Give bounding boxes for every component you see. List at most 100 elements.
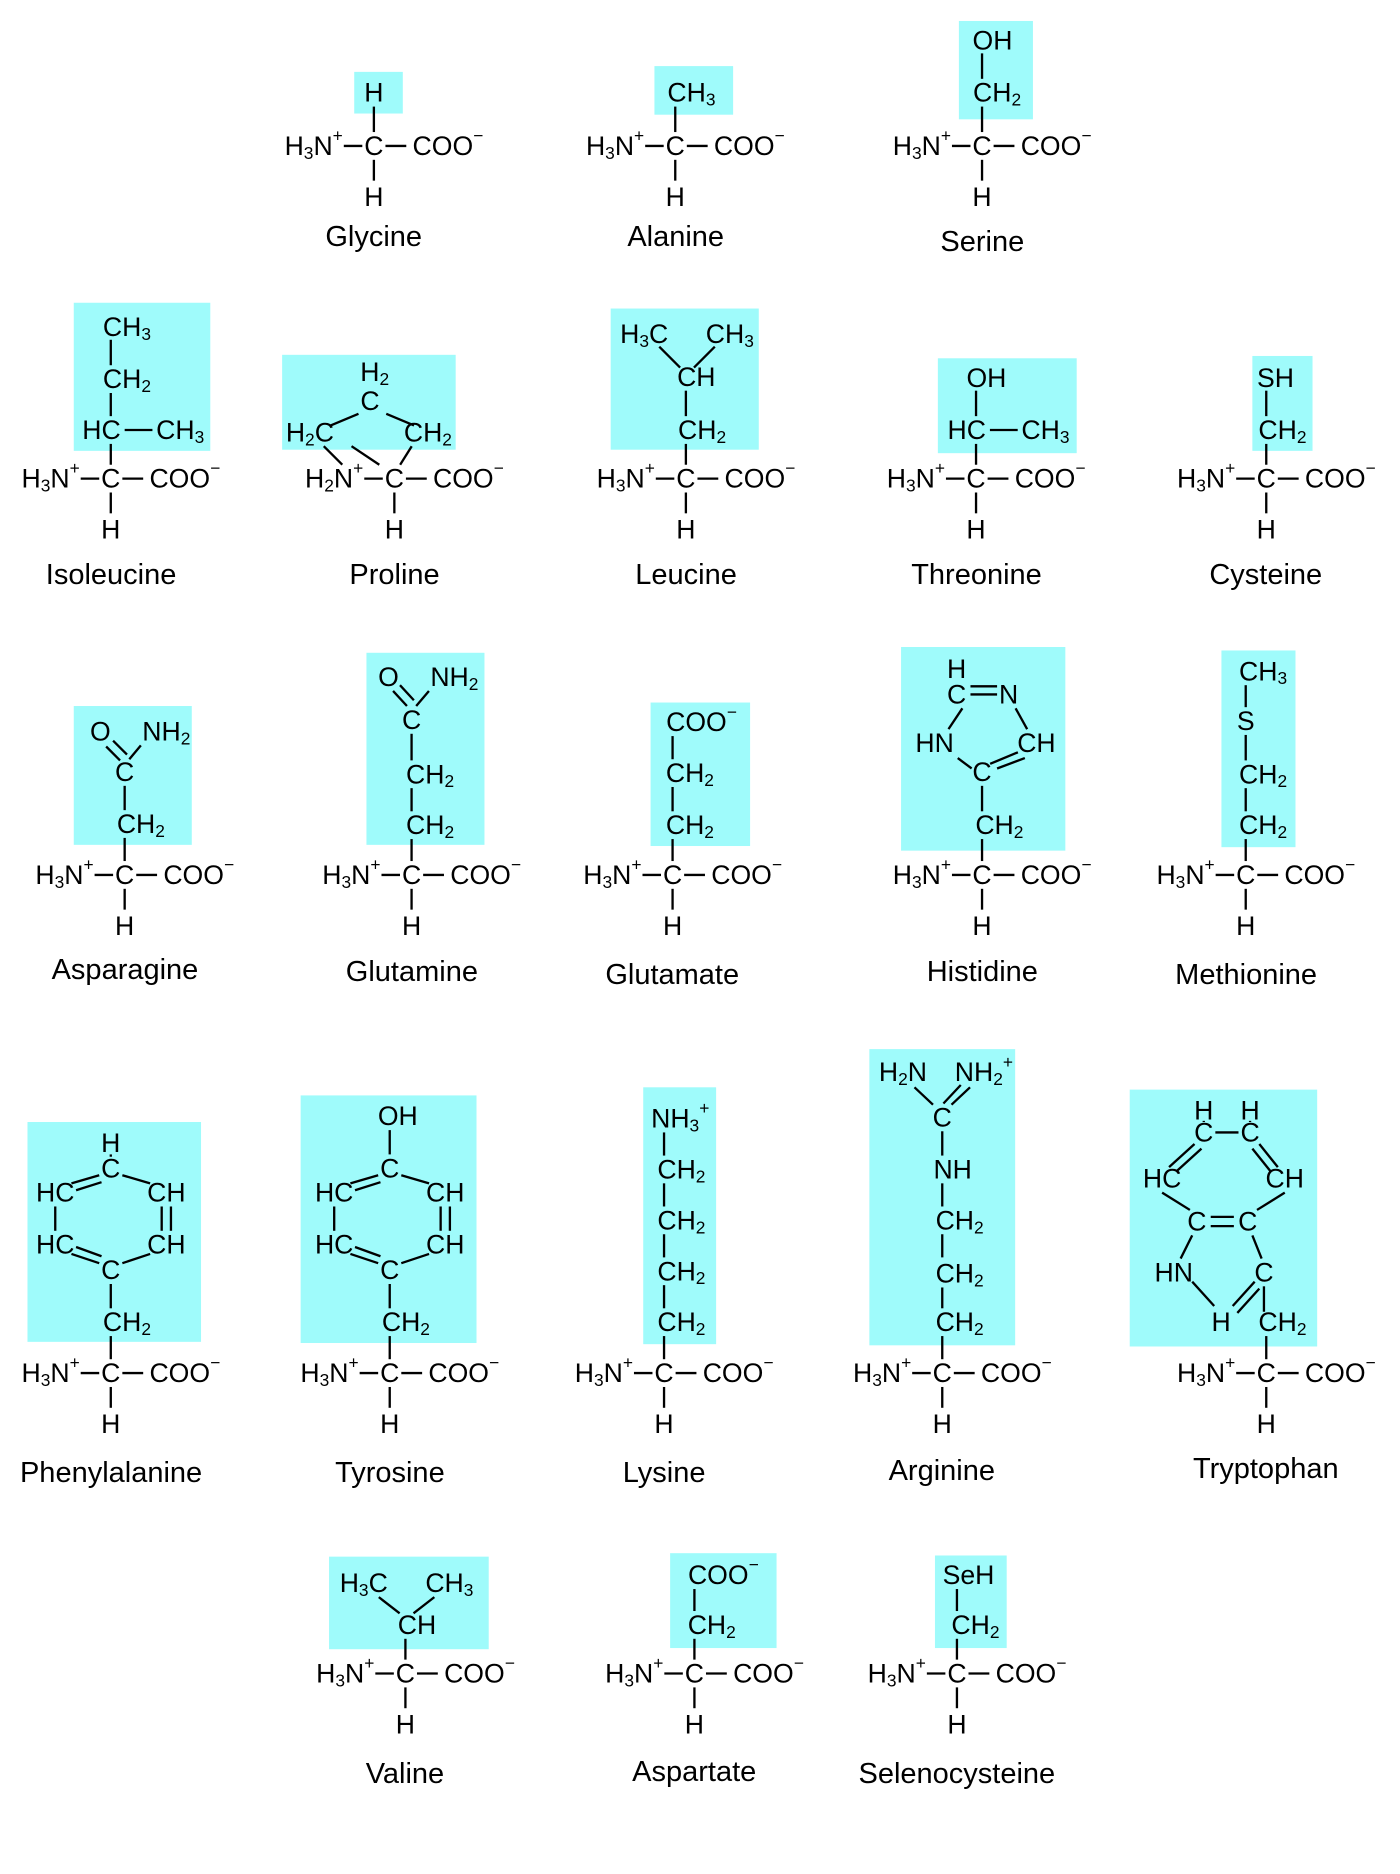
alpha-carbon: C [655,1358,674,1388]
side-chain-atom: OH [973,25,1013,55]
side-chain-atom: CH2 [976,810,1024,842]
amino-acid-name: Histidine [926,956,1038,989]
alpha-hydrogen: H [655,1409,674,1439]
alpha-carbon: C [402,860,421,890]
side-chain-atom: CH2 [935,1206,983,1238]
side-chain-highlight [610,308,759,451]
carboxylate-group: COO− [1021,854,1092,889]
side-chain-atom: H [1211,1307,1230,1337]
side-chain-atom: H [101,1128,120,1158]
alpha-carbon: C [1256,464,1275,494]
side-chain-highlight [328,1556,489,1649]
amine-group: H3N+ [22,1353,80,1390]
side-chain-atom: CH2 [688,1609,736,1641]
amine-group: H3N+ [887,459,945,496]
alpha-hydrogen: H [395,1709,414,1739]
bond [122,1174,151,1185]
side-chain-atom: CH2 [951,1609,999,1641]
bond [415,689,431,707]
carboxylate-group: COO− [451,854,522,889]
amino-acid-name: Methionine [1175,958,1318,991]
alpha-carbon: C [380,1358,399,1388]
carboxylate-group: COO− [980,1353,1051,1388]
carboxylate-group: COO− [164,854,235,889]
side-chain-atom: HN [916,728,954,758]
alpha-hydrogen: H [364,182,383,212]
side-chain-atom: CH2 [657,1257,705,1289]
bond [401,1174,430,1185]
side-chain-atom: COO− [666,702,737,737]
alpha-hydrogen: H [973,182,992,212]
side-chain-highlight [669,1552,777,1648]
amine-group: H3N+ [868,1653,926,1690]
side-chain-atom: CH [1017,728,1055,758]
alpha-carbon: C [364,131,383,161]
side-chain-atom: CH2 [1258,1307,1306,1339]
bond [401,1253,430,1265]
side-chain-atom: CH2 [935,1307,983,1339]
side-chain-highlight [74,303,211,452]
side-chain-atom: C [973,757,992,787]
side-chain-highlight [1221,650,1296,847]
side-chain-atom: CH [677,362,715,392]
amino-acid-name: Tryptophan [1192,1452,1339,1485]
side-chain-atom: HC [83,415,121,445]
amino-acid-name: Serine [940,226,1025,259]
carboxylate-group: COO− [150,459,221,494]
amino-acid-name: Asparagine [51,953,199,986]
alpha-hydrogen: H [932,1409,951,1439]
bond [75,1246,103,1258]
side-chain-atom: C [101,1255,120,1285]
side-chain-highlight [643,1087,717,1345]
side-chain-atom: CH2 [1258,415,1306,447]
bond [105,745,122,761]
side-chain-atom: HC [315,1230,353,1260]
carboxylate-group: COO− [412,125,483,160]
side-chain-highlight [938,358,1078,454]
side-chain-atom: CH [426,1178,464,1208]
side-chain-atom: CH2 [103,1307,151,1339]
bond [947,707,964,730]
side-chain-atom: C [115,757,134,787]
amine-group: H3N+ [893,854,951,891]
side-chain-atom: HC [948,415,986,445]
alpha-hydrogen: H [947,1709,966,1739]
side-chain-atom: CH [426,1230,464,1260]
side-chain-atom: C [947,679,966,709]
side-chain-atom: NH2 [143,716,191,748]
amine-group: H3N+ [323,854,381,891]
side-chain-atom: CH2 [404,418,452,450]
side-chain-atom: H2N [878,1058,926,1090]
side-chain-atom: CH [397,1609,435,1639]
side-chain-atom: NH2+ [954,1052,1012,1089]
side-chain-atom: CH3 [1239,656,1287,688]
side-chain-highlight [654,65,734,115]
side-chain-atom: C [380,1154,399,1184]
bond [71,1253,100,1265]
bond [996,756,1026,770]
side-chain-atom: CH2 [657,1307,705,1339]
carboxylate-group: COO− [725,459,796,494]
amine-group: H3N+ [284,125,342,162]
bond [1167,1143,1195,1169]
amine-group: H3N+ [1176,459,1234,496]
side-chain-atom: C [1238,1207,1257,1237]
alpha-carbon: C [1236,860,1255,890]
side-chain-atom: HN [1154,1258,1192,1288]
bond [1231,1281,1256,1308]
side-chain-atom: CH [147,1178,185,1208]
alpha-carbon: C [101,464,120,494]
bond [1179,1235,1193,1260]
side-chain-atom: CH2 [103,364,151,396]
